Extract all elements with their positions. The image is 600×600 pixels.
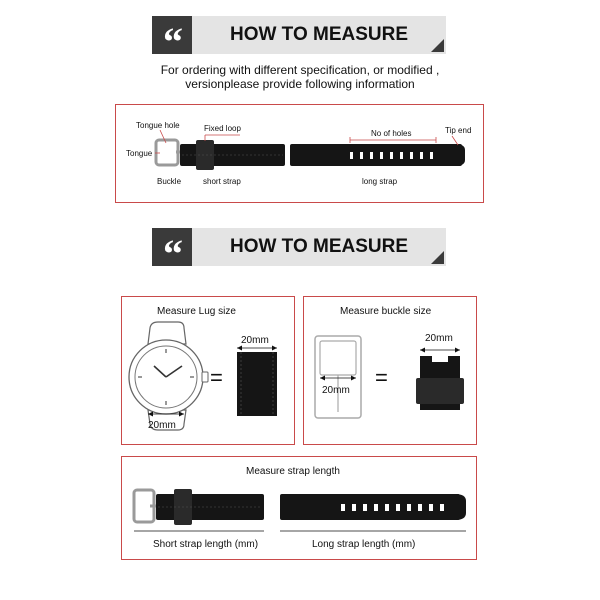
strap-length-frame [121,456,477,560]
label-tongue-hole: Tongue hole [136,121,180,130]
intro-line-1: For ordering with different specificatio… [160,63,440,77]
banner-title: HOW TO MEASURE [229,236,409,257]
lug-width-label: 20mm [148,420,176,431]
equals-sign: = [375,365,388,390]
buckle-size-title: Measure buckle size [340,306,432,317]
label-short-strap: short strap [203,177,241,186]
label-tongue: Tongue [126,149,153,158]
label-fixed-loop: Fixed loop [204,124,241,133]
buckle-width-label: 20mm [322,385,350,396]
intro-line-2: versionplease provide following informat… [185,77,415,91]
lug-size-title: Measure Lug size [157,306,236,317]
corner-triangle-icon [431,251,444,264]
buckle-size-frame [303,296,477,445]
header-banner-top: “ HOW TO MEASURE [152,16,446,64]
label-buckle: Buckle [157,177,182,186]
banner-title: HOW TO MEASURE [229,24,409,45]
label-long-strap: long strap [362,177,398,186]
equals-sign: = [210,365,223,390]
label-tip-end: Tip end [445,126,472,135]
short-strap-length-label: Short strap length (mm) [153,539,259,550]
lug-strap-width-label: 20mm [241,335,269,346]
quote-icon: “ [152,16,192,64]
quote-icon: “ [152,228,192,276]
strap-length-title: Measure strap length [246,466,340,477]
lug-size-frame [121,296,295,445]
header-banner-mid: “ HOW TO MEASURE [152,228,446,276]
long-strap-length-label: Long strap length (mm) [312,539,416,550]
strap-parts-frame [115,104,484,203]
label-no-of-holes: No of holes [371,129,412,138]
corner-triangle-icon [431,39,444,52]
buckle-strap-width-label: 20mm [425,333,453,344]
